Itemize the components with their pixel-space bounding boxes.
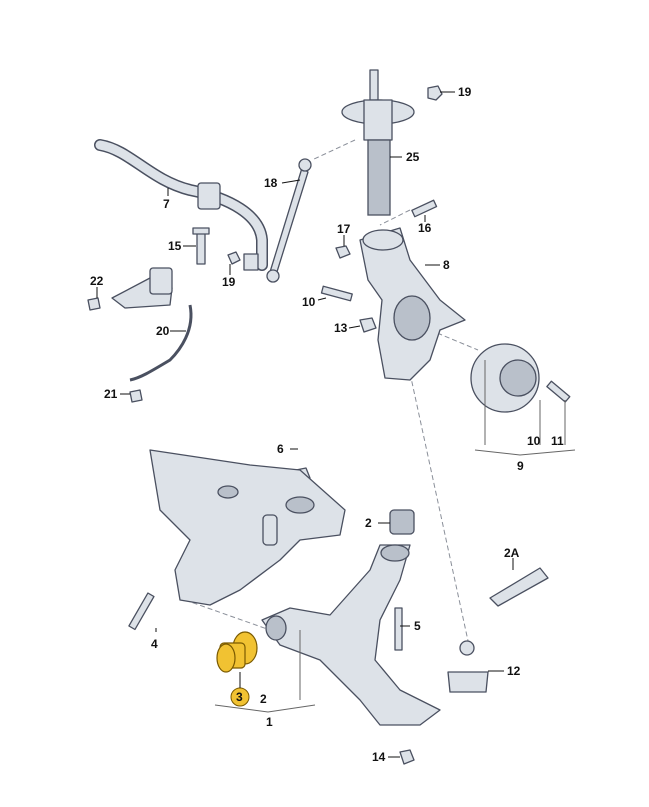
stabilizer-link-18 bbox=[266, 158, 312, 283]
callout-22: 22 bbox=[90, 274, 104, 288]
callout-2: 2 bbox=[365, 516, 372, 530]
callout-12: 12 bbox=[507, 664, 521, 678]
callout-6: 6 bbox=[277, 442, 284, 456]
callout-2-arm: 2 bbox=[260, 692, 267, 706]
callout-9: 9 bbox=[517, 459, 524, 473]
callout-21: 21 bbox=[104, 387, 118, 401]
wheel-hub-9 bbox=[470, 343, 540, 413]
callout-10-hub: 10 bbox=[527, 434, 541, 448]
control-arm bbox=[261, 544, 441, 726]
leader-lines bbox=[96, 91, 576, 758]
callout-2A: 2A bbox=[504, 546, 520, 560]
bushing-2 bbox=[389, 509, 415, 535]
callout-5: 5 bbox=[414, 619, 421, 633]
callout-16: 16 bbox=[418, 221, 432, 235]
callout-13: 13 bbox=[334, 321, 348, 335]
callout-10: 10 bbox=[302, 295, 316, 309]
callout-labels: 19 25 18 7 16 17 8 15 19 22 10 13 20 21 … bbox=[90, 85, 564, 764]
bolts bbox=[87, 199, 571, 765]
callout-4: 4 bbox=[151, 637, 158, 651]
callout-1: 1 bbox=[266, 715, 273, 729]
callout-14: 14 bbox=[372, 750, 386, 764]
stabilizer-bar-7 bbox=[94, 139, 268, 271]
callout-25: 25 bbox=[406, 150, 420, 164]
level-sensor-20 bbox=[111, 267, 193, 382]
callout-3: 3 bbox=[236, 690, 243, 704]
ball-joint-12 bbox=[447, 640, 489, 693]
callout-8: 8 bbox=[443, 258, 450, 272]
subframe bbox=[149, 449, 346, 606]
callout-17: 17 bbox=[337, 222, 351, 236]
callout-7: 7 bbox=[163, 197, 170, 211]
bushing-3-highlighted bbox=[216, 631, 258, 707]
callout-18: 18 bbox=[264, 176, 278, 190]
callout-15: 15 bbox=[168, 239, 182, 253]
steering-knuckle-8 bbox=[359, 227, 466, 381]
nut-19-top bbox=[427, 85, 443, 101]
callout-20: 20 bbox=[156, 324, 170, 338]
callout-11: 11 bbox=[551, 434, 564, 448]
strut-25 bbox=[341, 69, 415, 216]
callout-19-lower: 19 bbox=[222, 275, 236, 289]
callout-19: 19 bbox=[458, 85, 472, 99]
grease-tube-2A bbox=[489, 567, 549, 607]
